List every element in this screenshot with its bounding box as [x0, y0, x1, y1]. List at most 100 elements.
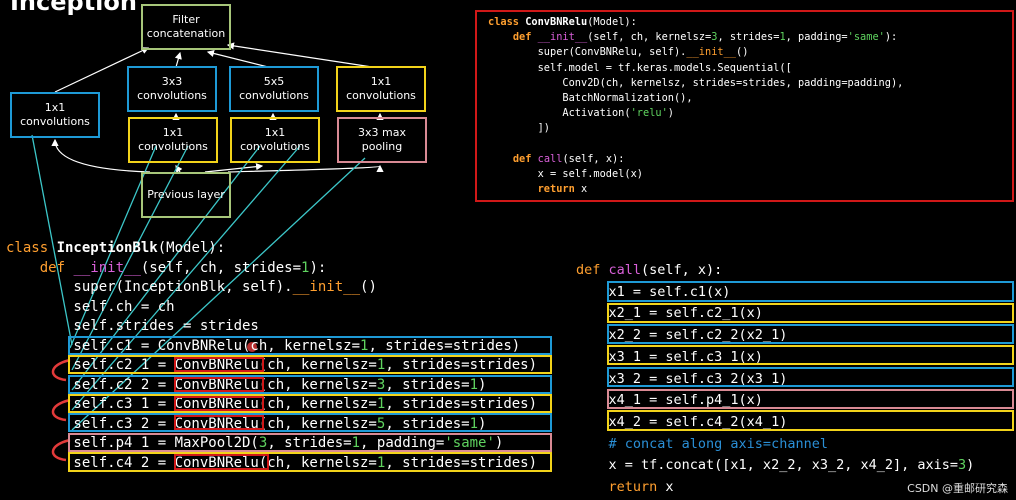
hl-c3-1 [68, 394, 552, 413]
code-token: 1 [376, 396, 386, 412]
code-token: call [608, 262, 642, 278]
code-token: self.p4_1 = MaxPool2D( [6, 435, 259, 451]
hl-c1 [68, 336, 552, 355]
call-code-line: return x [576, 479, 674, 495]
convbnrelu-code-line: ]) [488, 122, 550, 134]
code-token: , strides=strides) [385, 454, 538, 471]
call-code-line: x4_2 = self.c4_2(x4_1) [576, 413, 788, 430]
conv5x5-box: 5x5 convolutions [229, 66, 319, 112]
code-token [488, 153, 513, 165]
code-token: __init__ [73, 259, 141, 276]
convbnrelu-code-line: Activation('relu') [488, 107, 674, 119]
hl-c2-2 [68, 375, 552, 394]
code-token: 1 [376, 454, 386, 471]
init-code-line: self.p4_1 = MaxPool2D(3, strides=1, padd… [6, 435, 503, 451]
code-token: 5 [376, 415, 386, 432]
code-token: x2_1 = self.c2_1(x) [576, 305, 763, 322]
call-code-line: x = tf.concat([x1, x2_2, x3_2, x4_2], ax… [576, 457, 975, 474]
call-code-line: x3_2 = self.c3_2(x3_1) [576, 370, 788, 387]
code-token: , strides= [385, 415, 470, 432]
code-token: x4_1 = self.p4_1(x) [576, 392, 763, 409]
init-code-line: super(InceptionBlk, self).__init__() [6, 279, 376, 295]
convbnrelu-code-line: def call(self, x): [488, 152, 625, 165]
conv1x1-after-pool-box: 1x1 convolutions [336, 66, 426, 112]
code-token: ]) [488, 122, 550, 135]
code-token: (self, ch, strides= [140, 259, 302, 276]
bracket-c4 [51, 438, 71, 462]
code-token: x2_2 = self.c2_2(x2_1) [576, 327, 788, 344]
code-token: 1 [351, 435, 361, 451]
code-token: 3 [711, 31, 718, 44]
code-token: x3_2 = self.c3_2(x3_1) [576, 370, 788, 387]
call-code-line: def call(self, x): [576, 262, 722, 278]
code-token: 1 [469, 415, 479, 432]
filter-concat-box: Filter concatenation [141, 4, 231, 50]
hl-x3-1 [607, 345, 1014, 365]
convbnrelu-code-line: Conv2D(ch, kernelsz, strides=strides, pa… [488, 77, 903, 89]
hl-c4-2 [68, 452, 552, 472]
code-token: def [512, 31, 538, 44]
init-code-line: self.c4_2 = ConvBNRelu(ch, kernelsz=1, s… [6, 455, 537, 471]
code-token: ConvBNRelu [525, 16, 588, 28]
code-token: ) [667, 107, 674, 120]
code-token: , strides=strides) [385, 396, 538, 412]
code-token: 3 [376, 376, 386, 393]
convbnrelu-code-panel [475, 10, 1014, 202]
pointer-c1 [31, 134, 73, 346]
call-code-line: x2_2 = self.c2_2(x2_1) [576, 327, 788, 344]
code-token: 1 [469, 376, 479, 393]
reduce-3x3-box: 1x1 convolutions [128, 117, 218, 163]
init-code-line: def __init__(self, ch, strides=1): [6, 259, 327, 276]
code-token: x4_2 = self.c4_2(x4_1) [576, 413, 788, 430]
hl-x4-1 [607, 389, 1014, 409]
code-token: ) [494, 435, 504, 451]
code-token: 3 [958, 457, 967, 474]
code-token: return [537, 183, 582, 196]
code-token: x [665, 479, 674, 495]
reduce-5x5-box: 1x1 convolutions [230, 117, 320, 163]
conv3x3-box: 3x3 convolutions [127, 66, 217, 112]
call-code-line: x1 = self.c1(x) [576, 283, 731, 300]
convbnrelu-code-line: def __init__(self, ch, kernelsz=3, strid… [488, 31, 897, 43]
code-token: , padding= [785, 31, 848, 44]
code-token: class [488, 16, 526, 28]
bracket-c2 [51, 358, 71, 382]
code-token: 1 [376, 357, 386, 373]
hl-x2-2 [607, 324, 1014, 344]
hl-c2-1 [68, 355, 552, 374]
code-token: 3 [258, 435, 268, 451]
hl-class-convbnrelu-4 [174, 415, 264, 430]
hl-class-convbnrelu-1 [174, 357, 264, 372]
code-token: 1 [360, 337, 369, 354]
hl-x1 [607, 281, 1014, 302]
code-token: x3_1 = self.c3_1(x) [576, 348, 763, 365]
bracket-c3 [51, 398, 71, 422]
hl-c3-2 [68, 413, 552, 432]
code-token: 'relu' [630, 107, 668, 120]
code-token [6, 260, 40, 276]
code-token: ) [478, 415, 487, 432]
arrow-1x1b-to-concat [226, 42, 373, 68]
code-token: , padding= [360, 435, 445, 451]
init-code-line: self.strides = strides [6, 318, 258, 334]
code-token: call [537, 152, 563, 165]
arrow-5x5-to-concat [206, 49, 269, 68]
code-token: return [608, 479, 666, 495]
init-code-line: class InceptionBlk(Model): [6, 240, 225, 256]
code-token: x1 = self.c1(x) [576, 283, 731, 300]
code-token: x = tf.concat([x1, x2_2, x3_2, x4_2], ax… [576, 457, 959, 474]
hl-class-convbnrelu-3 [174, 396, 264, 411]
code-token: (Model): [157, 240, 226, 256]
code-token: , strides=strides) [385, 357, 538, 373]
init-code-line: self.c1 = ConvBNRelu(ch, kernelsz=1, str… [6, 338, 520, 354]
call-code-line: x3_1 = self.c3_1(x) [576, 349, 763, 365]
code-token [488, 31, 513, 43]
init-code-line: self.ch = ch [6, 299, 174, 315]
previous-layer-box: Previous layer [141, 172, 231, 218]
code-token: () [736, 46, 749, 59]
code-token: super(InceptionBlk, self). [6, 279, 293, 295]
watermark: CSDN @重邮研究森 [907, 482, 1008, 495]
code-token: (self, x): [562, 152, 625, 165]
call-code-line: # concat along axis=channel [576, 436, 828, 452]
